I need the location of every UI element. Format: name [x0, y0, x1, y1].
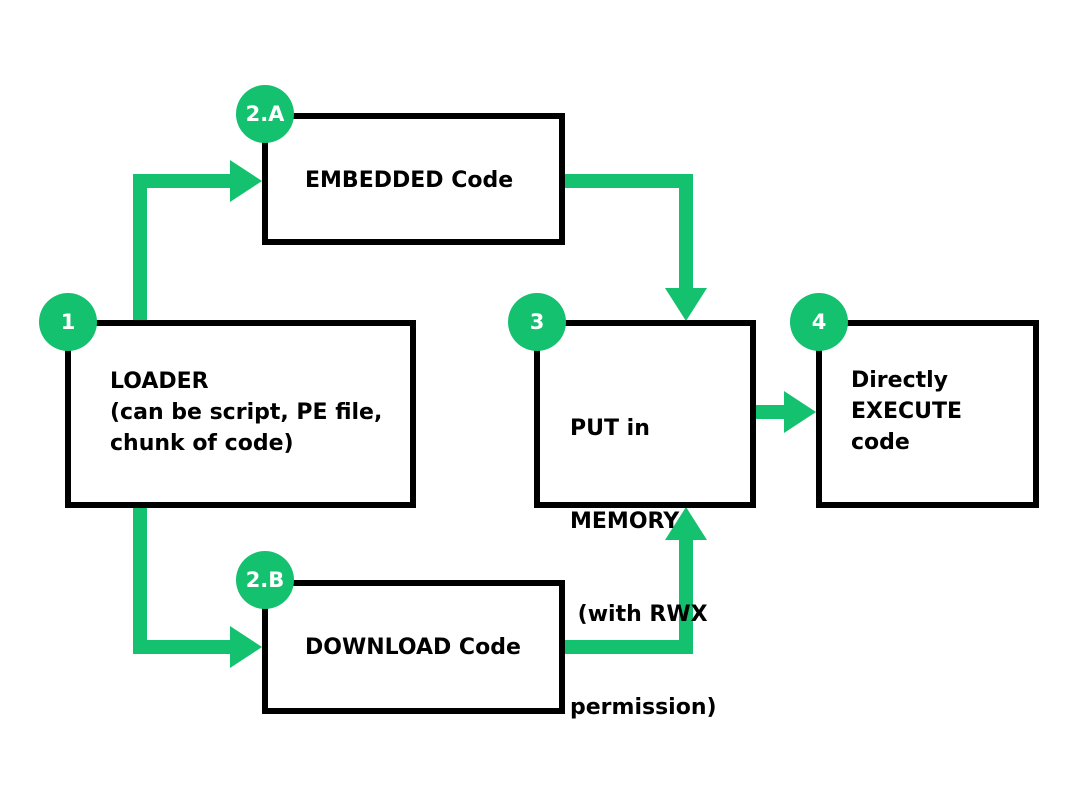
loader-label: LOADER (can be script, PE file, chunk of… [110, 366, 382, 459]
memory-label-line: (with RWX [570, 602, 708, 627]
loader-label-line: (can be script, PE file, [110, 400, 383, 425]
execute-label-line: code [851, 430, 910, 455]
step-badge-2b: 2.B [236, 551, 294, 609]
loader-label-line: chunk of code) [110, 431, 294, 456]
step-badge-1: 1 [39, 293, 97, 351]
execute-label-line: EXECUTE [851, 399, 963, 424]
loader-box [65, 320, 416, 508]
execute-label-line: Directly [851, 368, 949, 393]
embedded-code-label-line: EMBEDDED Code [305, 168, 514, 193]
embedded-code-label: EMBEDDED Code [305, 165, 513, 196]
embedded-code-box [262, 113, 565, 245]
memory-label: PUT in MEMORY (with RWX permission) [570, 351, 717, 785]
execute-box [816, 320, 1039, 508]
step-badge-3: 3 [508, 293, 566, 351]
step-badge-4: 4 [790, 293, 848, 351]
edge-download-to-memory [565, 507, 707, 654]
edge-embedded-to-memory [565, 174, 707, 321]
loader-label-line: LOADER [110, 369, 209, 394]
download-code-box [262, 580, 565, 714]
download-code-label-line: DOWNLOAD Code [305, 635, 521, 660]
memory-label-line: permission) [570, 695, 717, 720]
execute-label: Directly EXECUTE code [851, 365, 962, 458]
edge-memory-to-execute [756, 391, 816, 433]
memory-label-line: MEMORY [570, 509, 680, 534]
memory-label-line: PUT in [570, 416, 650, 441]
memory-box [534, 320, 756, 508]
download-code-label: DOWNLOAD Code [305, 632, 521, 663]
edge-loader-to-embedded [133, 160, 262, 320]
edge-loader-to-download [133, 508, 262, 668]
step-badge-2a: 2.A [236, 85, 294, 143]
